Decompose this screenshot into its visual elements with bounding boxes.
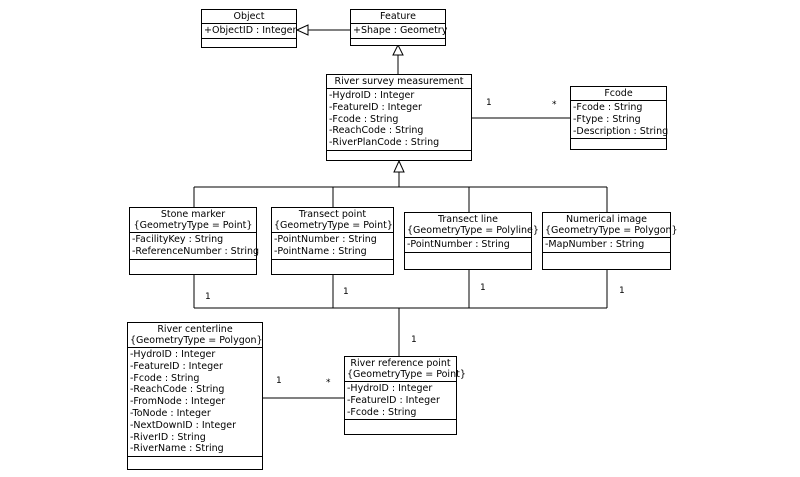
class-title: Transect point {GeometryType = Point} <box>272 208 393 233</box>
class-name: Numerical image <box>565 214 648 225</box>
attribute: +Shape : Geometry <box>353 25 448 36</box>
attribute: -RiverID : String <box>130 431 206 443</box>
attribute: -FromNode : Integer <box>130 396 226 408</box>
class-name: Fcode <box>604 88 633 99</box>
class-constraint: {GeometryType = Point} <box>347 369 466 380</box>
generalization-arrowhead <box>295 24 309 36</box>
multiplicity-label: * <box>552 100 557 110</box>
class-attributes: -PointNumber : String -PointName : Strin… <box>272 233 393 260</box>
class-attributes: -PointNumber : String <box>405 238 531 253</box>
class-attributes: -FacilityKey : String -ReferenceNumber :… <box>130 233 260 260</box>
class-transect-point: Transect point {GeometryType = Point} -P… <box>271 207 394 275</box>
multiplicity-label: 1 <box>343 287 349 297</box>
class-title: Feature <box>351 10 445 24</box>
class-title: River centerline {GeometryType = Polygon… <box>128 323 263 348</box>
class-title: Transect line {GeometryType = Polyline} <box>405 213 539 238</box>
class-name: Stone marker <box>160 209 226 220</box>
attribute: -NextDownID : Integer <box>130 419 237 431</box>
attribute: -Fcode : String <box>329 113 399 125</box>
multiplicity-label: 1 <box>619 286 625 296</box>
class-attributes: -HydroID : Integer -FeatureID : Integer … <box>345 382 456 421</box>
multiplicity-label: 1 <box>480 283 486 293</box>
attribute: -Fcode : String <box>573 102 643 113</box>
generalization-arrowhead <box>393 159 405 173</box>
class-constraint: {GeometryType = Polygon} <box>130 335 263 346</box>
class-stone-marker: Stone marker {GeometryType = Point} -Fac… <box>129 207 260 275</box>
attribute: -PointNumber : String <box>274 234 377 245</box>
class-fcode: Fcode -Fcode : String -Ftype : String -D… <box>570 86 669 150</box>
attribute: -Description : String <box>573 125 669 137</box>
attribute: -PointNumber : String <box>407 239 510 250</box>
multiplicity-label: * <box>326 378 331 388</box>
attribute: -Fcode : String <box>347 406 417 418</box>
attribute: +ObjectID : Integer <box>204 25 297 36</box>
attribute: -RiverName : String <box>130 443 224 455</box>
class-attributes: +Shape : Geometry <box>351 24 448 39</box>
class-name: Feature <box>380 11 416 22</box>
multiplicity-label: 1 <box>205 292 211 302</box>
class-river-survey-measurement: River survey measurement -HydroID : Inte… <box>326 74 472 161</box>
class-attributes: -Fcode : String -Ftype : String -Descrip… <box>571 101 669 140</box>
attribute: -Fcode : String <box>130 372 200 384</box>
attribute: -Ftype : String <box>573 113 641 125</box>
class-constraint: {GeometryType = Point} <box>133 220 253 231</box>
class-title: River reference point {GeometryType = Po… <box>345 357 466 382</box>
class-constraint: {GeometryType = Point} <box>274 220 393 231</box>
class-numerical-image: Numerical image {GeometryType = Polygon}… <box>542 212 678 270</box>
class-title: River survey measurement <box>327 75 471 89</box>
class-attributes: -MapNumber : String <box>543 238 670 253</box>
attribute: -HydroID : Integer <box>329 90 415 101</box>
class-title: Stone marker {GeometryType = Point} <box>130 208 256 233</box>
class-name: Object <box>233 11 265 22</box>
attribute: -ReachCode : String <box>329 125 424 137</box>
attribute: -HydroID : Integer <box>130 349 216 360</box>
attribute: -HydroID : Integer <box>347 383 433 394</box>
class-attributes: -HydroID : Integer -FeatureID : Integer … <box>327 89 471 151</box>
class-river-reference-point: River reference point {GeometryType = Po… <box>344 356 466 435</box>
class-title: Fcode <box>571 87 666 101</box>
class-title: Numerical image {GeometryType = Polygon} <box>543 213 678 238</box>
class-name: Transect line <box>437 214 499 225</box>
attribute: -FacilityKey : String <box>132 234 224 245</box>
attribute: -RiverPlanCode : String <box>329 137 440 149</box>
multiplicity-label: 1 <box>411 335 417 345</box>
class-title: Object <box>202 10 296 24</box>
class-object: Object +ObjectID : Integer <box>201 9 297 48</box>
class-name: River survey measurement <box>334 76 464 87</box>
generalization-arrowhead <box>392 43 404 56</box>
attribute: -ReferenceNumber : String <box>132 245 260 257</box>
class-attributes: -HydroID : Integer -FeatureID : Integer … <box>128 348 262 458</box>
class-feature: Feature +Shape : Geometry <box>350 9 448 46</box>
class-transect-line: Transect line {GeometryType = Polyline} … <box>404 212 539 270</box>
attribute: -FeatureID : Integer <box>347 394 440 406</box>
class-constraint: {GeometryType = Polyline} <box>407 225 539 236</box>
attribute: -FeatureID : Integer <box>130 360 223 372</box>
attribute: -ReachCode : String <box>130 384 225 396</box>
class-river-centerline: River centerline {GeometryType = Polygon… <box>127 322 263 470</box>
attribute: -FeatureID : Integer <box>329 101 422 113</box>
attribute: -ToNode : Integer <box>130 407 211 419</box>
class-name: River centerline <box>157 324 233 335</box>
multiplicity-label: 1 <box>276 376 282 386</box>
class-name: Transect point <box>298 209 367 220</box>
attribute: -MapNumber : String <box>545 239 645 250</box>
multiplicity-label: 1 <box>486 98 492 108</box>
class-name: River reference point <box>350 358 451 369</box>
class-attributes: +ObjectID : Integer <box>202 24 296 39</box>
attribute: -PointName : String <box>274 245 367 257</box>
class-constraint: {GeometryType = Polygon} <box>545 225 678 236</box>
